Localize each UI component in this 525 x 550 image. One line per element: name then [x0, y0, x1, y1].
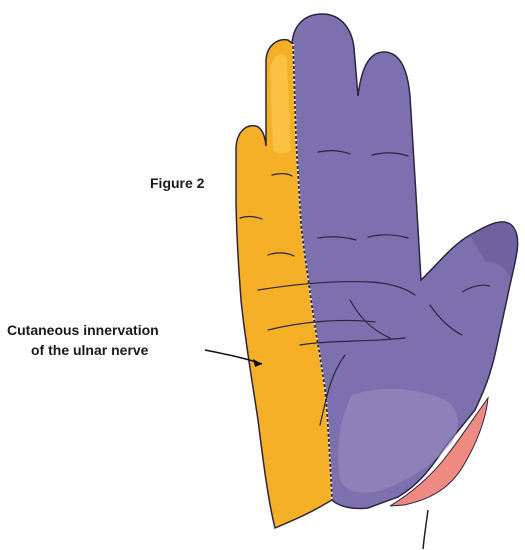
wrist-line: [423, 510, 428, 549]
callout-label-line2: of the ulnar nerve: [31, 342, 148, 358]
callout-label-line1: Cutaneous innervation: [7, 322, 159, 338]
figure-label: Figure 2: [150, 175, 204, 191]
